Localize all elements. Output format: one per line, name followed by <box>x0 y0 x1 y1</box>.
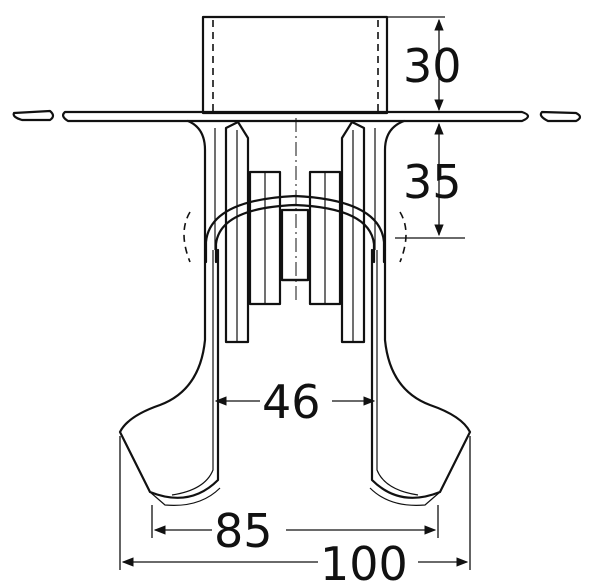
dimension-85: 85 <box>151 504 439 558</box>
dimension-100: 100 <box>119 436 471 584</box>
dimension-35: 35 <box>395 122 465 239</box>
sheave-assembly <box>183 120 407 344</box>
dimension-label-85: 85 <box>214 504 273 558</box>
shaft <box>201 15 389 115</box>
deck-plate <box>12 109 582 123</box>
dimension-label-35: 35 <box>403 155 462 209</box>
dimension-label-100: 100 <box>320 537 408 584</box>
housing <box>186 119 406 252</box>
dimension-30: 30 <box>388 16 462 112</box>
dimension-label-46: 46 <box>262 375 321 429</box>
deck-section-left <box>12 109 55 122</box>
dimension-label-30: 30 <box>403 39 462 93</box>
deck-section-right <box>539 110 582 123</box>
right-horn <box>369 248 472 506</box>
u-bar <box>204 194 386 264</box>
dimension-46: 46 <box>214 375 376 429</box>
left-horn <box>118 248 221 506</box>
